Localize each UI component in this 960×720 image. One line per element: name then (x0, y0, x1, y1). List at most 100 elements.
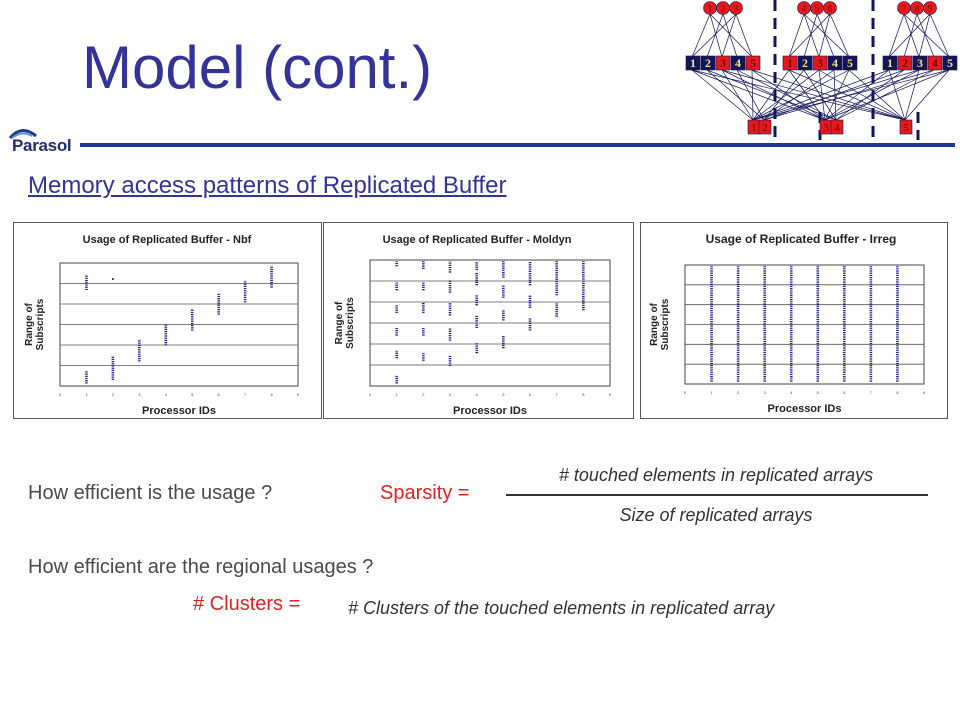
x-tick-label: 7 (870, 390, 873, 395)
buffer-cell-label: 1 (690, 56, 696, 70)
edge (904, 69, 950, 121)
sparsity-denominator: Size of replicated arrays (619, 505, 813, 525)
x-tick-label: 8 (896, 390, 899, 395)
edge (803, 13, 820, 58)
top-node-label: 8 (915, 4, 920, 14)
buffer-cell (912, 55, 928, 71)
clusters-label: # Clusters = (193, 593, 301, 615)
edge (752, 69, 920, 121)
x-tick-label: 1 (396, 392, 399, 397)
buffer-cell (745, 55, 761, 71)
x-tick-label: 0 (59, 392, 62, 397)
edge (722, 13, 738, 58)
edge (752, 69, 790, 121)
x-tick-label: 4 (476, 392, 479, 397)
chart-title: Usage of Replicated Buffer - Moldyn (383, 234, 572, 246)
moldyn-usage-chart: Usage of Replicated Buffer - Moldyn 0 1 2 3 4… (334, 234, 612, 417)
x-tick-label: 5 (817, 390, 820, 395)
buffer-cell-label: 4 (832, 56, 838, 70)
x-tick-label: 8 (582, 392, 585, 397)
edge (752, 69, 820, 121)
x-tick-label: 9 (923, 390, 926, 395)
buffer-cell (927, 55, 943, 71)
x-tick-label: 1 (85, 392, 88, 397)
edge (706, 13, 724, 58)
x-tick-label: 7 (556, 392, 559, 397)
top-node (923, 1, 937, 15)
buffer-cell (797, 55, 813, 71)
y-axis-label-line2: Subscripts (660, 298, 671, 350)
y-axis-label-line2: Subscripts (35, 298, 46, 350)
edge (803, 13, 818, 58)
x-tick-label: 1 (710, 390, 713, 395)
edge (903, 13, 918, 58)
buffer-cell-label: 2 (705, 56, 711, 70)
edge (691, 69, 826, 121)
buffer-cell (685, 55, 701, 71)
edge (763, 69, 805, 121)
edge (903, 13, 920, 58)
x-tick-label: 2 (422, 392, 425, 397)
buffer-cell-label: 3 (817, 56, 823, 70)
top-node-label: 4 (802, 4, 807, 14)
edge (709, 13, 753, 58)
x-tick-label: 9 (609, 392, 612, 397)
edge (735, 13, 753, 58)
x-tick-label: 4 (790, 390, 793, 395)
chart-title: Usage of Replicated Buffer - Nbf (83, 234, 252, 246)
edge (918, 13, 931, 58)
x-tick-label: 3 (764, 390, 767, 395)
buffer-cell (942, 55, 958, 71)
x-tick-label: 0 (369, 392, 372, 397)
y-axis-label-line1: Range of (649, 302, 660, 345)
parasol-logo (6, 126, 78, 160)
stray-point (111, 277, 114, 280)
x-tick-label: 3 (449, 392, 452, 397)
top-node-label: 9 (928, 4, 933, 14)
edge (721, 69, 754, 121)
top-node-label: 6 (828, 4, 833, 14)
edge (752, 69, 890, 121)
edge (721, 69, 826, 121)
buffer-cell (715, 55, 731, 71)
y-axis-label-line1: Range of (24, 302, 35, 345)
buffer-cell (782, 55, 798, 71)
x-tick-label: 7 (244, 392, 247, 397)
buffer-cell-label: 4 (932, 56, 938, 70)
top-node (729, 1, 743, 15)
buffer-cell-label: 5 (947, 56, 953, 70)
x-tick-label: 6 (529, 392, 532, 397)
edge (788, 13, 805, 58)
buffer-cell-label: 5 (750, 56, 756, 70)
edge (818, 69, 906, 121)
buffer-cell (700, 55, 716, 71)
clusters-description: # Clusters of the touched elements in re… (348, 598, 775, 618)
edge (888, 13, 905, 58)
x-tick-label: 9 (297, 392, 300, 397)
edge (916, 13, 935, 58)
x-tick-label: 5 (502, 392, 505, 397)
edge (751, 69, 754, 121)
chart-panel-moldyn: Usage of Replicated Buffer - Moldyn 0 1 2 3 4… (323, 222, 634, 419)
edge (929, 13, 950, 58)
output-cell (899, 119, 913, 135)
edge (706, 69, 837, 121)
section-subtitle: Memory access patterns of Replicated Buf… (28, 172, 507, 199)
y-axis-label-line2: Subscripts (345, 297, 356, 349)
x-axis-label: Processor IDs (768, 403, 842, 415)
buffer-cell (827, 55, 843, 71)
fraction-bar (506, 494, 928, 496)
buffer-cell (882, 55, 898, 71)
buffer-cell-label: 2 (802, 56, 808, 70)
umbrella-icon (8, 129, 37, 140)
edge (721, 13, 737, 58)
x-tick-label: 0 (684, 390, 687, 395)
edge (829, 13, 850, 58)
regional-usage-question: How efficient are the regional usages ? (28, 556, 374, 578)
